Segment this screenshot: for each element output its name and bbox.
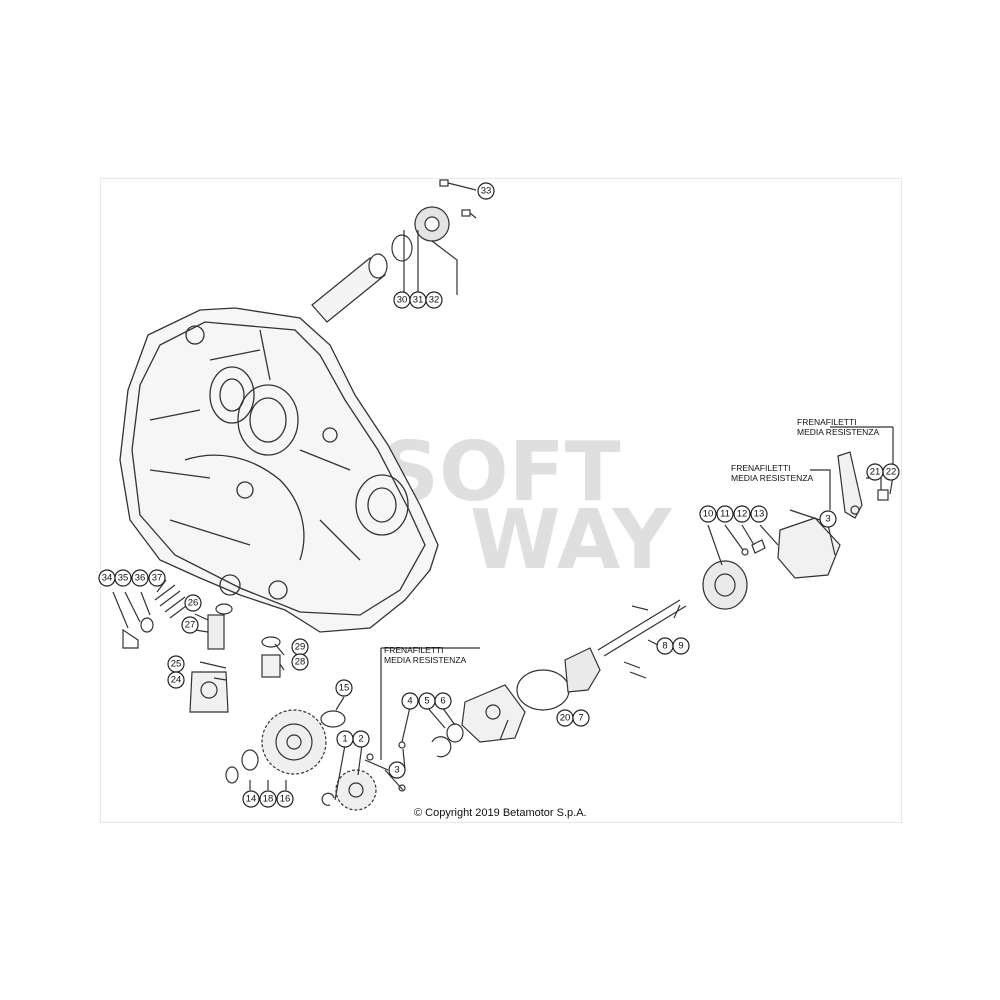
callout-5: 5 xyxy=(418,692,436,710)
svg-text:28: 28 xyxy=(295,657,306,668)
callout-35: 35 xyxy=(114,569,132,587)
svg-text:7: 7 xyxy=(578,713,583,724)
threadlocker-note-bracket: FRENAFILETTI MEDIA RESISTENZA xyxy=(797,417,879,437)
note-line-2: MEDIA RESISTENZA xyxy=(731,473,814,483)
callout-13: 13 xyxy=(750,505,768,523)
note-line-1: FRENAFILETTI xyxy=(384,645,444,655)
svg-text:10: 10 xyxy=(703,509,714,520)
callout-1: 1 xyxy=(336,730,354,748)
callout-9: 9 xyxy=(672,637,690,655)
svg-text:4: 4 xyxy=(407,696,412,707)
gear-group xyxy=(225,696,377,811)
svg-text:27: 27 xyxy=(185,620,196,631)
callout-labels: 33 30 31 32 34 35 36 37 26 27 25 24 29 2… xyxy=(98,182,900,808)
callout-6: 6 xyxy=(434,692,452,710)
callout-10: 10 xyxy=(699,505,717,523)
bracket-group xyxy=(830,426,894,519)
note-line-2: MEDIA RESISTENZA xyxy=(797,427,880,437)
callout-22: 22 xyxy=(882,463,900,481)
svg-text:9: 9 xyxy=(678,641,683,652)
callout-12: 12 xyxy=(733,505,751,523)
svg-text:36: 36 xyxy=(135,573,146,584)
svg-text:8: 8 xyxy=(662,641,667,652)
svg-text:15: 15 xyxy=(339,683,350,694)
callout-32: 32 xyxy=(425,291,443,309)
svg-text:11: 11 xyxy=(720,509,730,520)
svg-text:29: 29 xyxy=(295,642,306,653)
callout-15: 15 xyxy=(335,679,353,697)
callout-29: 29 xyxy=(291,638,309,656)
svg-text:18: 18 xyxy=(263,794,274,805)
svg-text:20: 20 xyxy=(560,713,571,724)
note-line-2: MEDIA RESISTENZA xyxy=(384,655,467,665)
note-line-1: FRENAFILETTI xyxy=(797,417,857,427)
callout-30: 30 xyxy=(393,291,411,309)
svg-text:24: 24 xyxy=(171,675,182,686)
crankcase xyxy=(119,307,439,633)
callout-11: 11 xyxy=(716,505,734,523)
callout-28: 28 xyxy=(291,653,309,671)
svg-text:32: 32 xyxy=(429,295,440,306)
shaft-group xyxy=(597,469,841,679)
callout-7: 7 xyxy=(572,709,590,727)
svg-text:13: 13 xyxy=(754,509,765,520)
callout-3-cover: 3 xyxy=(819,510,837,528)
svg-text:14: 14 xyxy=(246,794,257,805)
svg-text:34: 34 xyxy=(102,573,113,584)
svg-text:1: 1 xyxy=(342,734,347,745)
svg-text:31: 31 xyxy=(413,295,424,306)
callout-2: 2 xyxy=(352,730,370,748)
oil-pump-group xyxy=(364,647,601,792)
svg-text:21: 21 xyxy=(870,467,881,478)
callout-37: 37 xyxy=(148,569,166,587)
callout-18: 18 xyxy=(259,790,277,808)
svg-text:35: 35 xyxy=(118,573,129,584)
callout-16: 16 xyxy=(276,790,294,808)
left-parts-group xyxy=(112,579,285,713)
svg-text:3: 3 xyxy=(825,514,830,525)
copyright-text: © Copyright 2019 Betamotor S.p.A. xyxy=(414,807,587,819)
svg-text:33: 33 xyxy=(481,186,492,197)
callout-20: 20 xyxy=(556,709,574,727)
callout-36: 36 xyxy=(131,569,149,587)
svg-text:5: 5 xyxy=(424,696,429,707)
callout-34: 34 xyxy=(98,569,116,587)
threadlocker-note-cover: FRENAFILETTI MEDIA RESISTENZA xyxy=(731,463,813,483)
callout-27: 27 xyxy=(181,616,199,634)
watermark-line-2: WAY xyxy=(470,493,673,588)
callout-14: 14 xyxy=(242,790,260,808)
callout-26: 26 xyxy=(184,594,202,612)
note-line-1: FRENAFILETTI xyxy=(731,463,791,473)
svg-text:12: 12 xyxy=(737,509,748,520)
svg-text:3: 3 xyxy=(394,765,399,776)
svg-text:16: 16 xyxy=(280,794,291,805)
callout-25: 25 xyxy=(167,655,185,673)
svg-text:26: 26 xyxy=(188,598,199,609)
threadlocker-note-pump: FRENAFILETTI MEDIA RESISTENZA xyxy=(384,645,466,665)
callout-24: 24 xyxy=(167,671,185,689)
svg-text:2: 2 xyxy=(358,734,363,745)
callout-31: 31 xyxy=(409,291,427,309)
svg-text:37: 37 xyxy=(152,573,163,584)
svg-text:6: 6 xyxy=(440,696,445,707)
callout-21: 21 xyxy=(866,463,884,481)
callout-3-pump: 3 xyxy=(388,761,406,779)
svg-text:22: 22 xyxy=(886,467,897,478)
oil-filter-group xyxy=(311,179,477,323)
callout-8: 8 xyxy=(656,637,674,655)
svg-text:25: 25 xyxy=(171,659,182,670)
callout-4: 4 xyxy=(401,692,419,710)
callout-33: 33 xyxy=(477,182,495,200)
svg-text:30: 30 xyxy=(397,295,408,306)
